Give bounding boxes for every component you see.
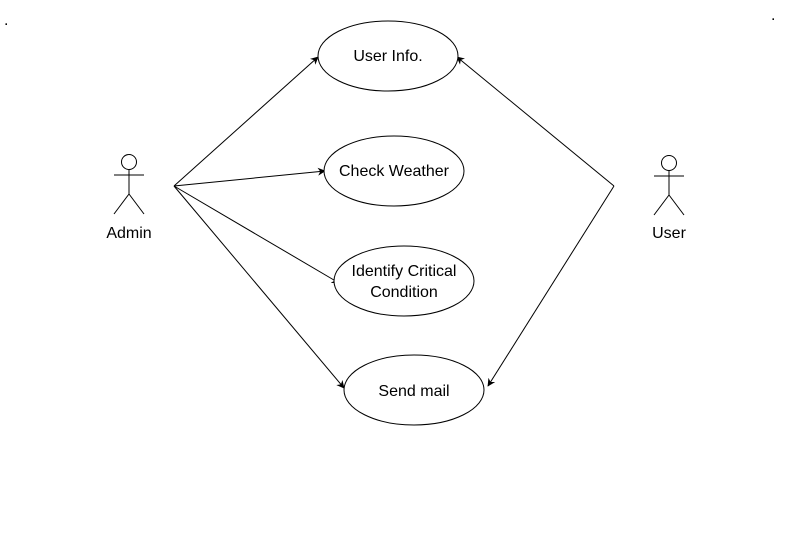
use-case-label-identify-critical-line1: Identify Critical (352, 263, 457, 280)
actor-label-user: User (652, 225, 686, 242)
actor-label-admin: Admin (106, 225, 151, 242)
stick-figure-icon (113, 154, 145, 215)
dot-left: . (4, 12, 8, 29)
arrow-admin-to-user-info (173, 56, 319, 187)
actor-user: User (652, 155, 687, 242)
arrow-admin-to-check-weather (173, 167, 326, 187)
use-case-label-check-weather: Check Weather (339, 163, 450, 180)
use-case-label-send-mail: Send mail (378, 383, 449, 400)
use-case-label-user-info: User Info. (353, 48, 422, 65)
arrow-user-to-send-mail (487, 185, 615, 387)
arrow-admin-to-send-mail (173, 185, 345, 389)
use-case-check-weather: Check Weather (323, 135, 465, 207)
actor-admin: Admin (106, 154, 152, 242)
stick-figure-icon (653, 155, 685, 216)
use-case-identify-critical-condition: Identify Critical Condition (333, 245, 475, 317)
use-case-label-identify-critical-line2: Condition (370, 284, 438, 301)
dot-right: . (771, 7, 775, 24)
use-case-send-mail: Send mail (343, 354, 485, 426)
associations (173, 56, 615, 389)
arrow-admin-to-identify-critical (173, 185, 340, 284)
arrow-user-to-user-info (456, 56, 615, 187)
use-case-user-info: User Info. (317, 20, 459, 92)
